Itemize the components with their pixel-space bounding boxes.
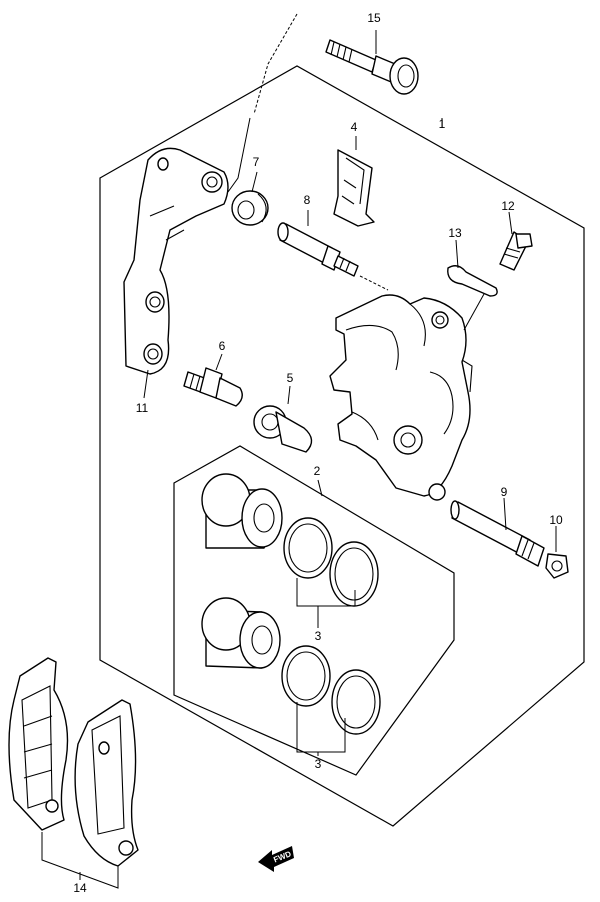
callout-7: 7	[253, 155, 260, 169]
assembly-frame	[99, 65, 585, 827]
slide-pin-5	[253, 405, 313, 453]
brake-pad-right	[74, 699, 139, 867]
piston-upper	[201, 473, 283, 549]
callout-4: 4	[351, 120, 358, 134]
callout-9: 9	[501, 485, 508, 499]
callout-10: 10	[549, 513, 563, 527]
callout-11: 11	[136, 401, 149, 415]
caliper-bracket-11	[123, 147, 229, 375]
leader-lines	[41, 13, 557, 889]
seal-rings-lower	[281, 645, 381, 735]
callout-12: 12	[501, 199, 515, 213]
callout-2: 2	[314, 464, 321, 478]
cap-13	[447, 265, 498, 297]
slide-pin-8	[277, 222, 359, 277]
bleeder-screw-12	[499, 231, 533, 271]
piston-lower	[201, 597, 281, 669]
boot-7	[231, 190, 269, 226]
callout-14: 14	[73, 881, 87, 895]
callout-8: 8	[304, 193, 311, 207]
callout-3-lower: 3	[315, 757, 322, 771]
slide-pin-9	[450, 500, 545, 567]
callout-3-upper: 3	[315, 629, 322, 643]
nut-10	[545, 553, 569, 579]
forward-arrow-icon: FWD	[258, 846, 294, 872]
pad-spring-4	[333, 149, 375, 227]
slide-pin-6	[183, 367, 243, 407]
brake-pad-left	[8, 657, 69, 831]
callout-6: 6	[219, 339, 226, 353]
callout-1: 1	[439, 117, 446, 131]
bolt-15	[325, 39, 419, 95]
callout-13: 13	[448, 226, 462, 240]
piston-set-frame	[173, 445, 455, 776]
seal-rings-upper	[283, 517, 379, 607]
callout-15: 15	[367, 11, 381, 25]
callout-5: 5	[287, 371, 294, 385]
caliper-body	[329, 294, 473, 501]
